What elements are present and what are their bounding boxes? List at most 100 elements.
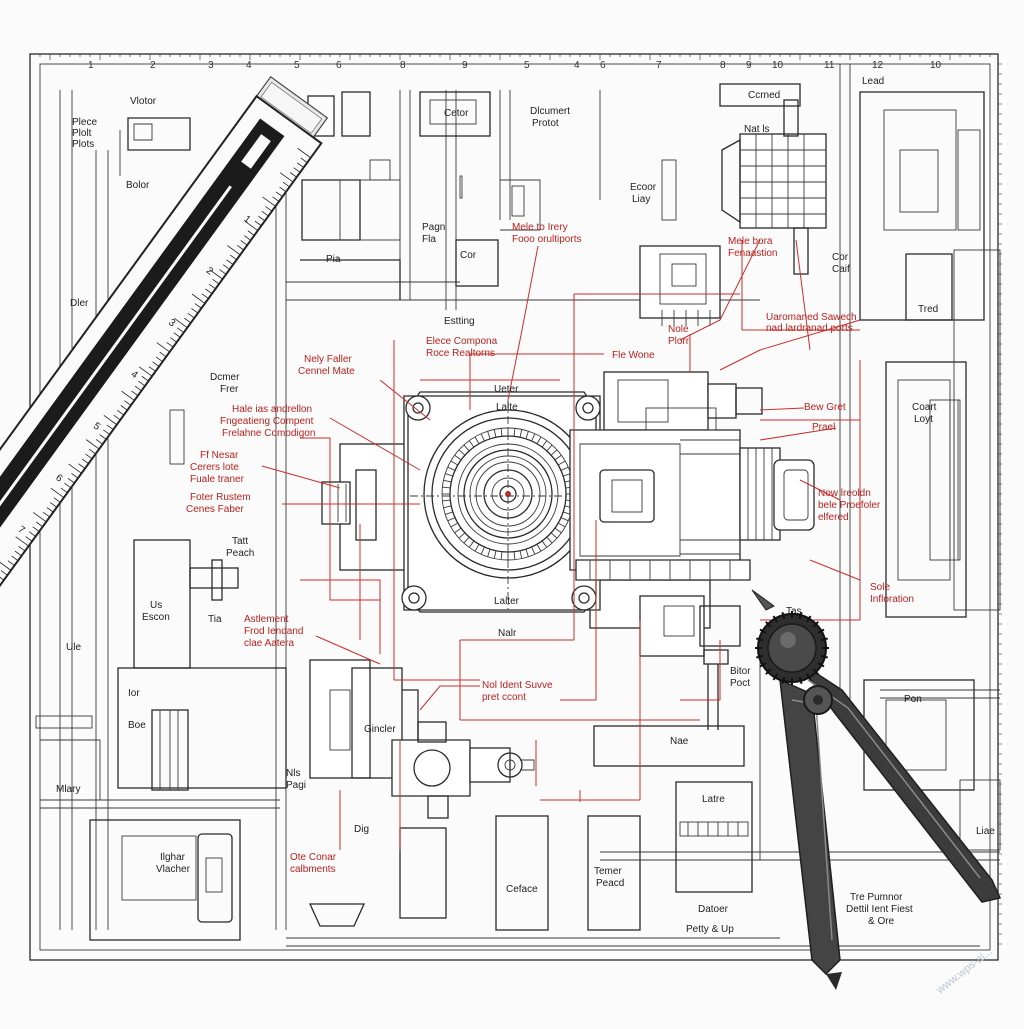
annotation-label: Bew Gret: [804, 402, 846, 413]
drawing-label: Estting: [444, 316, 475, 327]
top-ruler-numbers: 1 2 3 4 5 6 8 9 5 4 6 7 8 9 10 11 12 10: [88, 60, 942, 71]
drawing-label: Ueter: [494, 384, 519, 395]
annotation-label: Nol Ident Suvve: [482, 680, 553, 691]
drawing-label: Vlotor: [130, 96, 157, 107]
drawing-label: Frer: [220, 384, 239, 395]
drawing-label: Ior: [128, 688, 140, 699]
annotation-label: clae Aatera: [244, 638, 294, 649]
annotation-label: Astlement: [244, 614, 289, 625]
bottom-gear-assembly: [392, 722, 534, 818]
annotation-label: Infloration: [870, 594, 914, 605]
annotation-label: elfered: [818, 512, 849, 523]
annotation-label: Prael: [812, 422, 835, 433]
drawing-label: Lead: [862, 76, 884, 87]
drawing-label: Cor: [832, 252, 849, 263]
drawing-label: Liay: [632, 194, 650, 205]
top-ruler-number: 9: [462, 60, 468, 71]
annotation-label: Fenaastion: [728, 248, 777, 259]
top-ruler-number: 2: [150, 60, 156, 71]
drawing-label: Poct: [730, 678, 750, 689]
annotation-label: Fuale traner: [190, 474, 245, 485]
annotation-label: Ff Nesar: [200, 450, 239, 461]
annotation-label: Cenes Faber: [186, 504, 244, 515]
drawing-label: Plots: [72, 139, 94, 150]
top-ruler-ticks: [40, 54, 990, 60]
annotation-label: Plorr: [668, 336, 690, 347]
drawing-label: Loyt: [914, 414, 933, 425]
drawing-label: Nat ls: [744, 124, 770, 135]
top-ruler-number: 8: [400, 60, 406, 71]
annotation-label: Hale ias andrellon: [232, 404, 312, 415]
drawing-label: Lalte: [496, 402, 518, 413]
annotation-label: Frelahne Comodigon: [222, 428, 315, 439]
annotation-label: Foter Rustem: [190, 492, 251, 503]
drawing-label: Cetor: [444, 108, 469, 119]
top-right-schematic-blocks: [640, 84, 984, 326]
drawing-label: Tatt: [232, 536, 248, 547]
drawing-label: Tred: [918, 304, 938, 315]
drawing-label: & Ore: [868, 916, 895, 927]
drawing-label: Tia: [208, 614, 222, 625]
annotation-label: Mele bora: [728, 236, 773, 247]
annotation-label: bele Proefoler: [818, 500, 881, 511]
drawing-label: Datoer: [698, 904, 729, 915]
drawing-label: Escon: [142, 612, 170, 623]
drawing-label: Mlary: [56, 784, 80, 795]
drawing-label: Fla: [422, 234, 436, 245]
annotation-label: Sole: [870, 582, 890, 593]
annotation-label: Frod Iendand: [244, 626, 304, 637]
top-ruler-number: 7: [656, 60, 662, 71]
drawing-label: Liae: [976, 826, 995, 837]
drawing-label: Latre: [702, 794, 725, 805]
top-ruler-number: 1: [88, 60, 94, 71]
annotation-label: pret ccont: [482, 692, 526, 703]
annotation-label: Ote Conar: [290, 852, 337, 863]
lower-right-assembly: [590, 580, 740, 730]
drawing-label: Plece: [72, 117, 97, 128]
drawing-label: Pagn: [422, 222, 445, 233]
top-ruler-number: 3: [208, 60, 214, 71]
top-ruler-number: 6: [600, 60, 606, 71]
top-ruler-number: 12: [872, 60, 884, 71]
drawing-label: Caif: [832, 264, 850, 275]
top-ruler-number: 10: [930, 60, 942, 71]
top-ruler-number: 5: [294, 60, 300, 71]
annotation-label: Now lreoldn: [818, 488, 871, 499]
annotation-label: Cerers lote: [190, 462, 239, 473]
drawing-label: Pon: [904, 694, 922, 705]
annotation-label: Nole: [668, 324, 689, 335]
drawing-label: Nls: [286, 768, 300, 779]
motor-body: [570, 372, 814, 580]
drawing-label: Petty & Up: [686, 924, 734, 935]
annotation-label: calbments: [290, 864, 336, 875]
top-ruler-number: 11: [824, 60, 835, 71]
drawing-label: Boe: [128, 720, 146, 731]
drawing-label: Bitor: [730, 666, 751, 677]
watermark-text: www.wps-ai...: [934, 946, 995, 997]
annotation-label: Nely Faller: [304, 354, 352, 365]
drawing-label: Ccrned: [748, 90, 780, 101]
annotation-label: Cennel Mate: [298, 366, 355, 377]
drawing-label: Pagi: [286, 780, 306, 791]
annotation-label: Fle Wone: [612, 350, 655, 361]
drawing-label: Temer: [594, 866, 622, 877]
drawing-label: Dcmer: [210, 372, 240, 383]
drawing-label: Tre Pumnor: [850, 892, 903, 903]
top-ruler-number: 8: [720, 60, 726, 71]
drawing-label: Dig: [354, 824, 369, 835]
drawing-label: Dlcumert: [530, 106, 570, 117]
drawing-label: Ule: [66, 642, 81, 653]
annotation-label: Uaromaned Sawech: [766, 312, 857, 323]
drawing-label: Peacd: [596, 878, 624, 889]
top-ruler-number: 4: [574, 60, 580, 71]
drawing-label: Ecoor: [630, 182, 657, 193]
annotation-label: Fooo orultiports: [512, 234, 581, 245]
drawing-label: Ilghar: [160, 852, 186, 863]
top-ruler-number: 6: [336, 60, 342, 71]
drawing-label: Plolt: [72, 128, 92, 139]
drawing-label: Vlacher: [156, 864, 191, 875]
drawing-label: Bolor: [126, 180, 150, 191]
annotation-label: nad lardranad ports: [766, 323, 853, 334]
